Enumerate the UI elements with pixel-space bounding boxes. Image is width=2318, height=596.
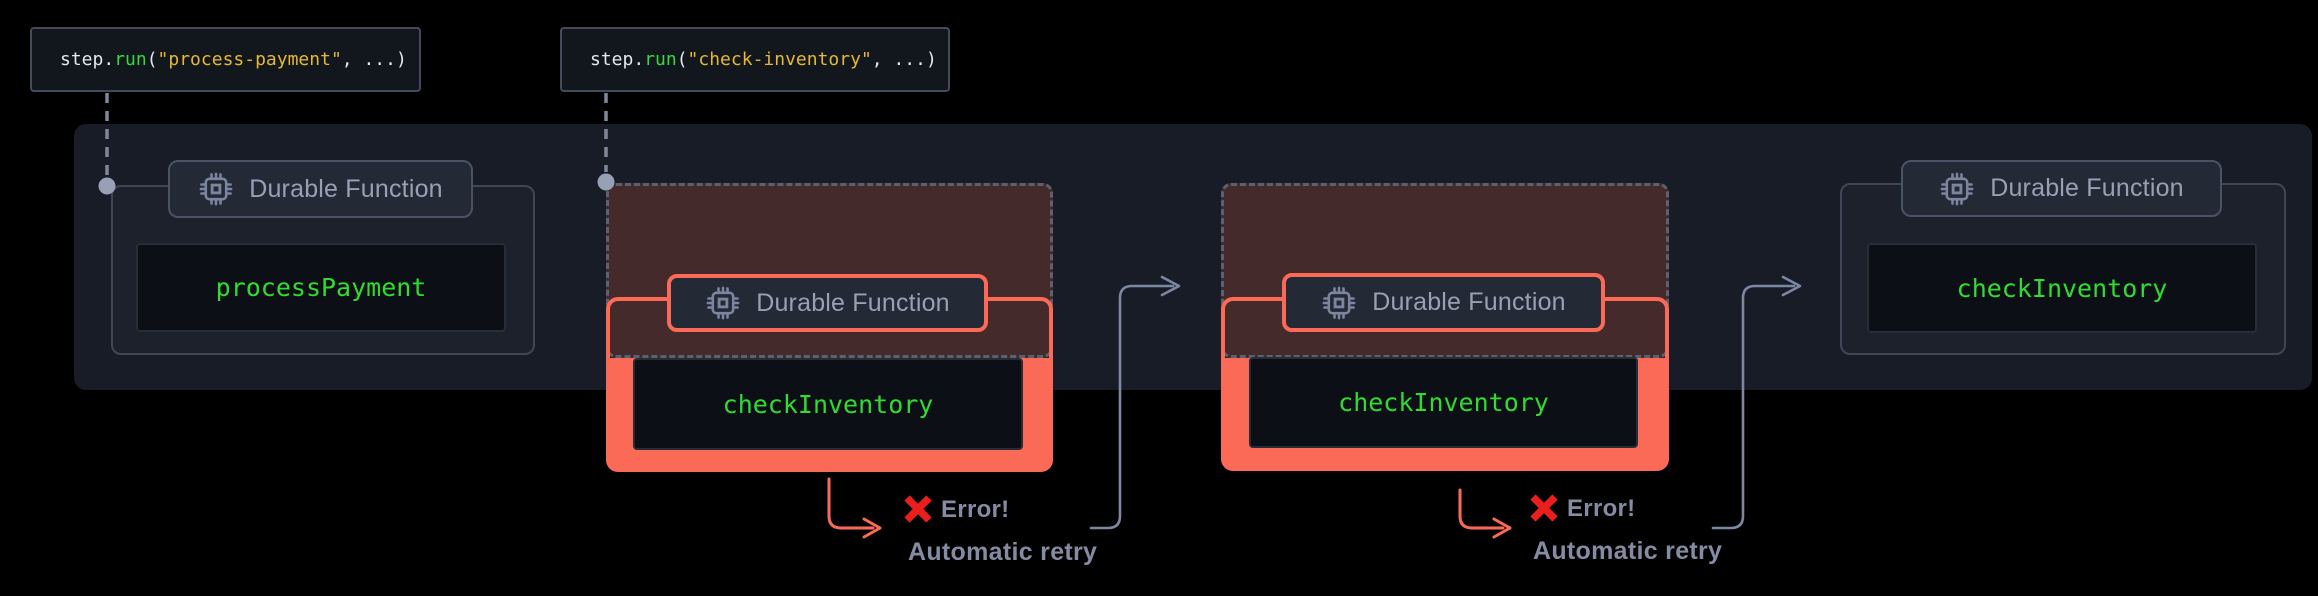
durable-function-badge-2: Durable Function xyxy=(667,274,988,332)
badge-label: Durable Function xyxy=(756,288,950,317)
code-object: step. xyxy=(590,49,645,70)
cpu-chip-icon xyxy=(1940,172,1974,205)
durable-function-badge-4: Durable Function xyxy=(1901,160,2222,217)
automatic-retry-label-2: Automatic retry xyxy=(1533,537,1723,565)
code-method: run xyxy=(114,49,147,70)
badge-label: Durable Function xyxy=(1990,174,2184,202)
code-string-arg: "check-inventory" xyxy=(687,49,872,70)
function-name: checkInventory xyxy=(1338,388,1549,417)
function-name-box-4: checkInventory xyxy=(1867,243,2257,333)
error-label-1: Error! xyxy=(941,496,1010,523)
error-cross-icon-2 xyxy=(1530,494,1558,522)
code-tail: , ...) xyxy=(341,49,407,70)
error-arrow-1 xyxy=(827,477,882,539)
code-method: run xyxy=(644,49,677,70)
function-name-box-1: processPayment xyxy=(136,243,506,332)
automatic-retry-label-1: Automatic retry xyxy=(908,538,1098,566)
function-name: checkInventory xyxy=(1956,273,2168,303)
cpu-chip-icon xyxy=(1322,286,1356,319)
function-name: checkInventory xyxy=(722,389,934,419)
code-object: step. xyxy=(60,49,115,70)
cpu-chip-icon xyxy=(199,172,233,206)
code-tail: , ...) xyxy=(871,49,937,70)
error-label-2: Error! xyxy=(1567,495,1636,522)
badge-label: Durable Function xyxy=(1372,288,1566,316)
function-name-box-3: checkInventory xyxy=(1249,357,1638,448)
error-cross-icon-1 xyxy=(904,495,932,523)
error-arrow-2 xyxy=(1458,488,1512,539)
code-paren: ( xyxy=(146,49,158,70)
cpu-chip-icon xyxy=(706,286,740,320)
durable-function-badge-1: Durable Function xyxy=(168,160,473,218)
code-snippet-check-inventory: step.run("check-inventory", ...) xyxy=(560,27,950,92)
function-name-box-2: checkInventory xyxy=(633,358,1023,450)
code-paren: ( xyxy=(676,49,688,70)
durable-function-badge-3: Durable Function xyxy=(1282,273,1605,332)
function-name: processPayment xyxy=(215,273,427,302)
code-string-arg: "process-payment" xyxy=(157,49,342,70)
badge-label: Durable Function xyxy=(249,174,443,203)
code-snippet-process-payment: step.run("process-payment", ...) xyxy=(30,27,421,92)
